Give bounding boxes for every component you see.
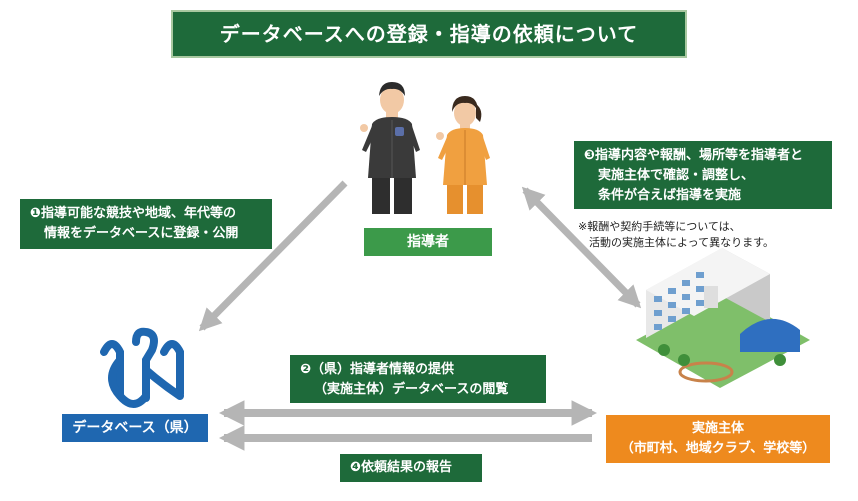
organizer-label-line-1: 実施主体	[691, 421, 744, 436]
note-line-2: 活動の実施主体によって異なります。	[589, 236, 775, 249]
arrow-instructor-organizer	[521, 186, 642, 309]
step4-box: ❹依頼結果の報告	[340, 454, 482, 482]
arrow-instructor-to-database	[198, 180, 348, 332]
organizer-label: 実施主体 （市町村、地域クラブ、学校等）	[606, 415, 830, 463]
step3-line-2: 実施主体で確認・調整し、	[598, 168, 755, 183]
male-instructor-icon	[360, 82, 420, 214]
step2-line-1: ❷（県）指導者情報の提供	[300, 362, 455, 377]
step3-line-1: ❸指導内容や報酬、場所等を指導者と	[584, 148, 804, 163]
page-title: データベースへの登録・指導の依頼について	[171, 10, 687, 58]
school-building-icon	[636, 248, 810, 388]
organizer-label-line-2: （市町村、地域クラブ、学校等）	[620, 441, 816, 456]
step1-box: ❶指導可能な競技や地域、年代等の 情報をデータベースに登録・公開	[20, 199, 272, 249]
remuneration-note: ※報酬や契約手続等については、 活動の実施主体によって異なります。	[578, 219, 828, 251]
step2-line-2: （実施主体）データベースの閲覧	[314, 382, 509, 397]
step1-line-1: ❶指導可能な競技や地域、年代等の	[30, 206, 237, 221]
note-line-1: ※報酬や契約手続等については、	[578, 220, 741, 233]
prefecture-logo-icon	[100, 327, 184, 408]
instructor-label: 指導者	[364, 228, 492, 256]
step2-box: ❷（県）指導者情報の提供 （実施主体）データベースの閲覧	[290, 355, 546, 403]
step1-line-2: 情報をデータベースに登録・公開	[44, 226, 239, 241]
step3-box: ❸指導内容や報酬、場所等を指導者と 実施主体で確認・調整し、 条件が合えば指導を…	[574, 141, 832, 209]
step3-line-3: 条件が合えば指導を実施	[598, 188, 742, 203]
database-label: データベース（県）	[62, 414, 208, 442]
female-instructor-icon	[436, 96, 490, 214]
